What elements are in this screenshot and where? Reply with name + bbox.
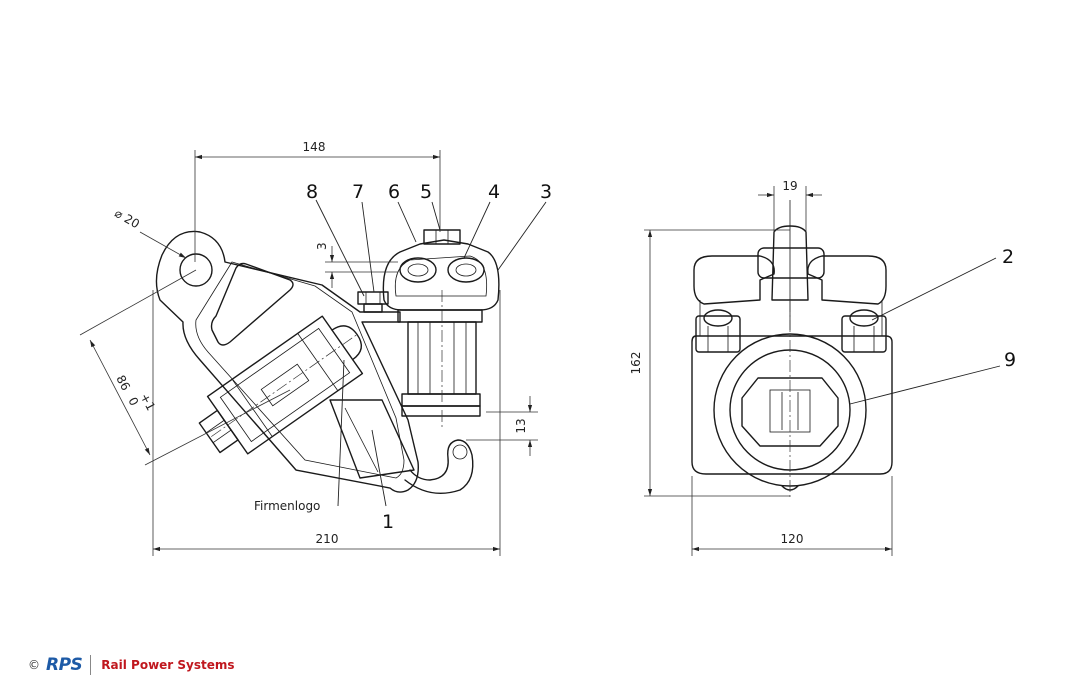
top-clamp [382,229,500,311]
dim-120: 120 [781,532,804,546]
bracket-plate [155,230,419,493]
callout-9: 9 [1004,349,1016,371]
dim-3: 3 [315,242,329,250]
mounting-hole [179,253,213,287]
callout-4: 4 [488,181,500,203]
dim-86: 86 [113,373,133,393]
side-body [691,335,893,475]
callout-7: 7 [352,181,364,203]
dim-86-tolerance-lower: 0 [125,395,141,408]
dim-19: 19 [782,179,797,193]
dim-13: 13 [514,418,528,433]
dim-148: 148 [303,140,326,154]
dim-hole-diameter: ⌀ 20 [112,206,142,231]
hook-pin [452,444,468,460]
callout-8: 8 [306,181,318,203]
front-view: 148 ⌀ 20 3 86 +1 0 13 [79,140,552,556]
side-ring-insert [741,377,839,447]
dim-210: 210 [316,532,339,546]
small-bolt [357,291,389,313]
callout-5: 5 [420,181,432,203]
company-name: Rail Power Systems [101,658,235,672]
dim-162: 162 [629,352,643,375]
side-callouts: 2 9 [849,246,1016,405]
callout-3: 3 [540,181,552,203]
side-view: 19 162 120 2 9 [629,179,1016,556]
side-nut-right [841,309,887,353]
copyright-symbol: © [28,658,40,672]
label-firmenlogo: Firmenlogo [254,499,320,513]
bracket-window [210,262,294,346]
callout-6: 6 [388,181,400,203]
bracket-inner-outline [195,261,405,479]
clamp-jaw [329,399,415,479]
front-callouts: 8 7 6 5 4 3 1 Firmenlogo [254,181,552,533]
callout-2: 2 [1002,246,1014,268]
footer-divider [90,655,92,675]
footer: © RPS Rail Power Systems [28,652,235,678]
brand-logo: RPS [46,655,83,675]
side-nut-left [695,309,741,353]
clamp-body [198,315,364,455]
side-dimensions: 19 162 120 [629,179,893,556]
callout-1: 1 [382,511,394,533]
hook [404,439,474,494]
